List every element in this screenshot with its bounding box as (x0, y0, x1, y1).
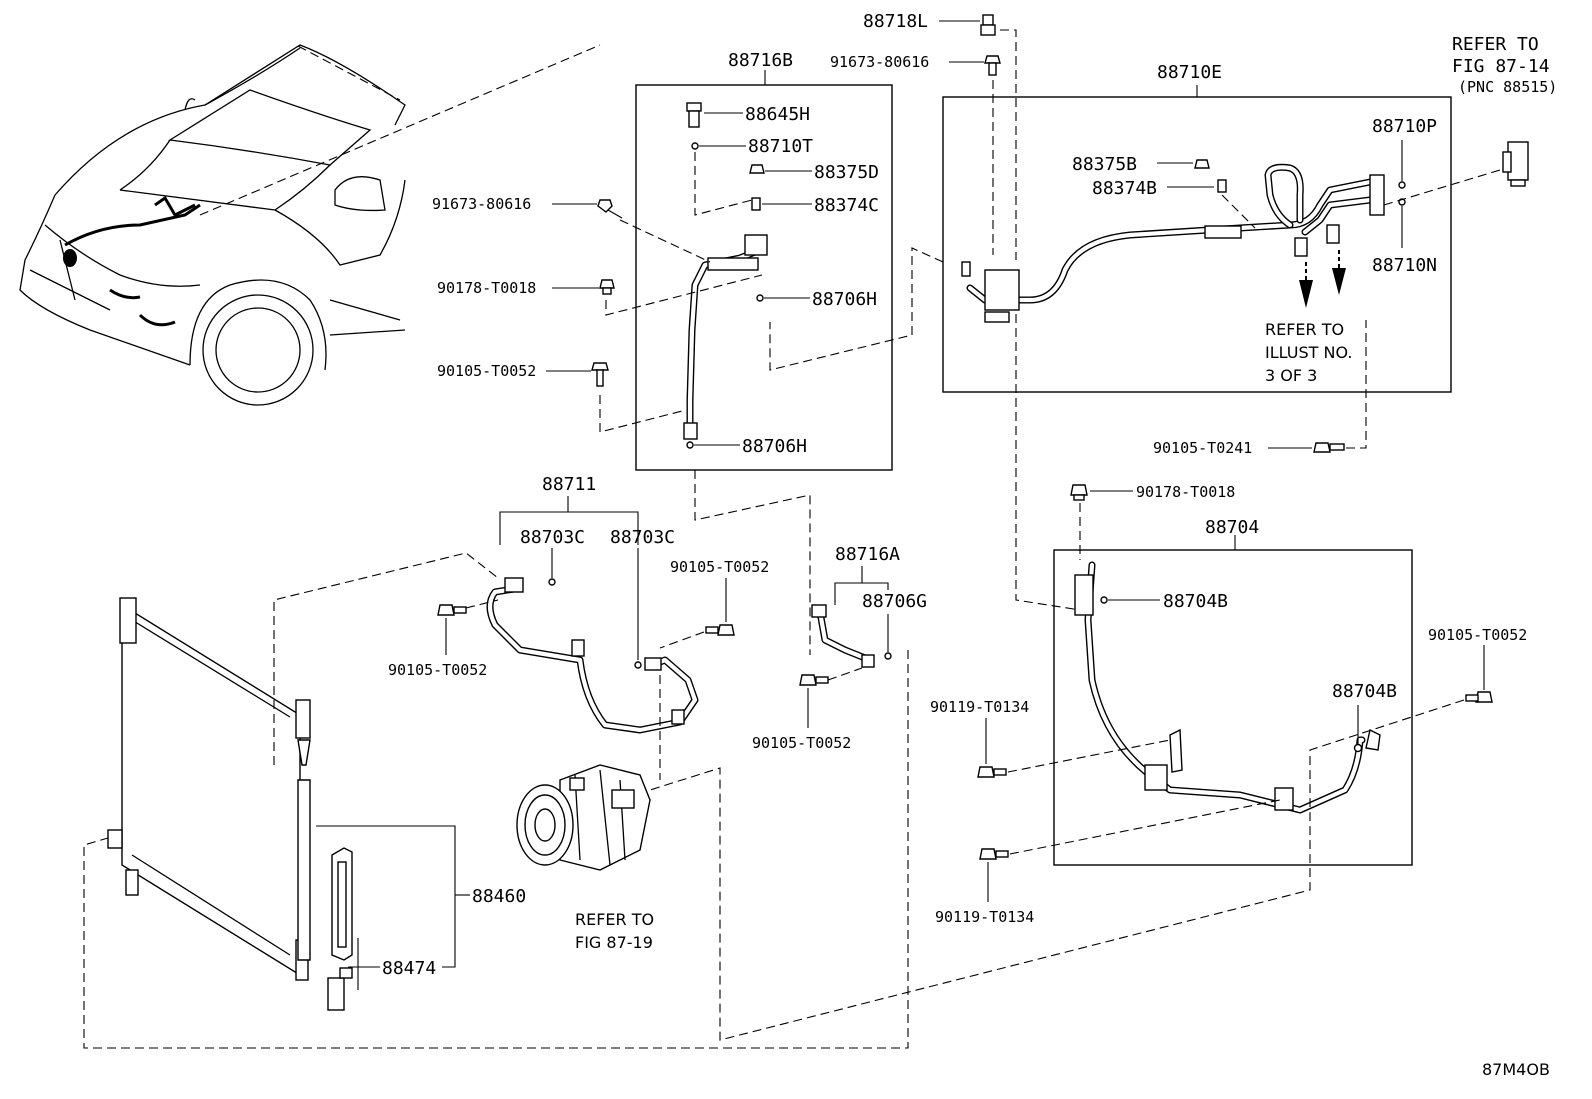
arrow-down-icon (1332, 250, 1346, 295)
ref-fig-87-14-line2: FIG 87-14 (1452, 56, 1550, 77)
vehicle-illustration (19, 44, 601, 406)
bolt-90105-right (1465, 691, 1493, 703)
bolt-90105-center (799, 674, 829, 686)
label-88710E: 88710E (1157, 62, 1222, 83)
pipe-88710E (961, 163, 1385, 323)
label-88375D: 88375D (814, 162, 879, 183)
group-box-88704 (1053, 549, 1413, 866)
label-90105-center: 90105-T0052 (752, 734, 851, 752)
label-88703C-right: 88703C (610, 527, 675, 548)
group-box-88716B (635, 84, 893, 471)
label-88704B-lower: 88704B (1332, 681, 1397, 702)
label-88374B: 88374B (1092, 178, 1157, 199)
o-ring-88704B-lower (1353, 743, 1363, 753)
ref-fig-87-19-line2: FIG 87-19 (575, 933, 653, 952)
label-90119-upper: 90119-T0134 (930, 698, 1029, 716)
bolt-90105-left (591, 362, 609, 387)
label-88710P: 88710P (1372, 116, 1437, 137)
valve-core-88374B (1217, 179, 1227, 193)
bolt-90119-lower (979, 848, 1009, 860)
ref-illust-line1: REFER TO (1265, 320, 1344, 339)
bolt-90105-lowleft (437, 604, 467, 616)
label-88703C-left: 88703C (520, 527, 585, 548)
nut-90178-left (599, 279, 615, 295)
label-88374C: 88374C (814, 195, 879, 216)
ref-fig-87-14-line1: REFER TO (1452, 34, 1539, 55)
arrow-down-icon (1299, 262, 1313, 308)
label-88704: 88704 (1205, 517, 1259, 538)
pipe-88716A (811, 604, 875, 668)
label-90119-lower: 90119-T0134 (935, 908, 1034, 926)
label-90105-T0241: 90105-T0241 (1153, 439, 1252, 457)
label-90105-lowleft: 90105-T0052 (388, 661, 487, 679)
label-88710N: 88710N (1372, 255, 1437, 276)
o-ring-88706H-lower (686, 441, 694, 449)
hose-88711 (486, 577, 699, 734)
pipe-88716B (683, 234, 768, 440)
o-ring-88710T (691, 142, 699, 150)
label-90178-left: 90178-T0018 (437, 279, 536, 297)
group-box-88710E (942, 96, 1452, 393)
o-ring-88704B-upper (1100, 596, 1108, 604)
o-ring-88706H-upper (756, 294, 764, 302)
bolt-91673-top (984, 55, 1001, 76)
label-88706H-upper: 88706H (812, 289, 877, 310)
label-88716B: 88716B (728, 50, 793, 71)
bolt-90105-mid (705, 624, 735, 636)
label-91673-top: 91673-80616 (830, 53, 929, 71)
label-88710T: 88710T (748, 136, 813, 157)
ref-fig-87-14-line3: (PNC 88515) (1458, 78, 1557, 96)
bolt-91673-left (597, 199, 623, 219)
cap-88375B (1194, 159, 1210, 169)
hose-88704 (1074, 561, 1381, 814)
o-ring-88703C-right (634, 661, 642, 669)
o-ring-88703C-left (548, 578, 556, 586)
label-88645H: 88645H (745, 104, 810, 125)
bolt-90119-upper (977, 766, 1007, 778)
switch-88718L (980, 14, 996, 36)
label-90178-right: 90178-T0018 (1136, 483, 1235, 501)
label-88375B: 88375B (1072, 154, 1137, 175)
label-90105-left: 90105-T0052 (437, 362, 536, 380)
diagram-code: 87M4OB (1482, 1060, 1550, 1079)
o-ring-88706G (884, 652, 892, 660)
cap-88375D (749, 164, 765, 174)
label-90105-mid: 90105-T0052 (670, 558, 769, 576)
label-91673-left: 91673-80616 (432, 195, 531, 213)
label-88704B-upper: 88704B (1163, 591, 1228, 612)
bolt-90105-T0241 (1313, 442, 1345, 453)
receiver-88515 (1502, 141, 1529, 187)
label-88460: 88460 (472, 886, 526, 907)
compressor (516, 764, 651, 871)
condenser (107, 597, 311, 981)
ref-illust-line2: ILLUST NO. (1265, 343, 1352, 362)
label-88716A: 88716A (835, 544, 900, 565)
valve-core-88374C (751, 197, 761, 211)
label-88706G: 88706G (862, 591, 927, 612)
o-ring-88710P (1398, 181, 1406, 189)
label-88474: 88474 (382, 958, 436, 979)
label-88706H-lower: 88706H (742, 436, 807, 457)
nut-90178-right (1070, 484, 1088, 501)
ref-illust-line3: 3 OF 3 (1265, 366, 1317, 385)
label-88718L: 88718L (863, 11, 928, 32)
ref-fig-87-19-line1: REFER TO (575, 910, 654, 929)
label-88711: 88711 (542, 474, 596, 495)
switch-88645H (686, 102, 702, 128)
label-90105-right: 90105-T0052 (1428, 626, 1527, 644)
filter-88474 (327, 847, 353, 1011)
